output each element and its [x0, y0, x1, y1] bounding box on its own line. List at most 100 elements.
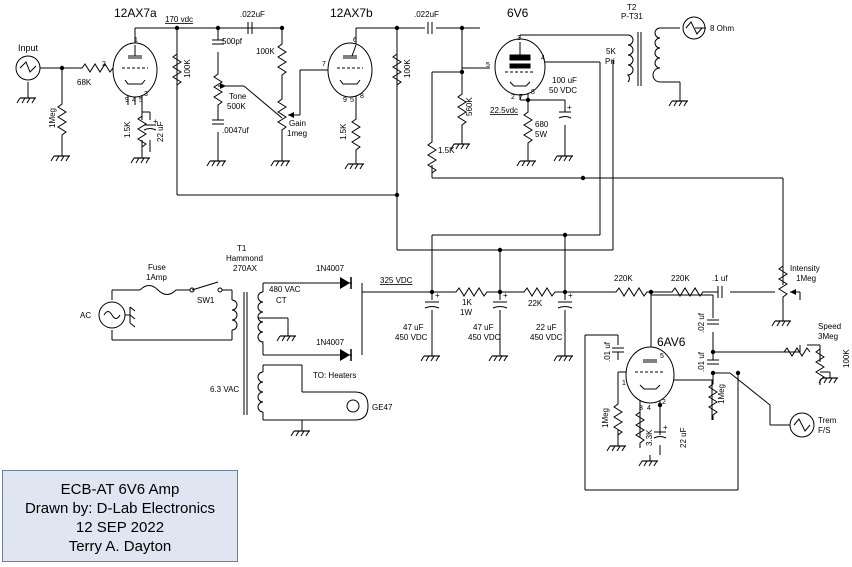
fuse-value-label: 1Amp	[146, 273, 167, 282]
c-bypass-label: 100 uF	[552, 76, 577, 85]
gain-value-label: 1meg	[287, 129, 307, 138]
ground-symbol	[206, 154, 227, 167]
pin-label: 8	[531, 89, 535, 96]
ac-source-symbol	[98, 301, 126, 329]
pin-label: 2	[662, 399, 666, 406]
ground-symbol	[771, 314, 792, 327]
input-label: Input	[18, 43, 39, 53]
tube-v1-symbol	[112, 42, 158, 98]
author-line: Drawn by: D-Lab Electronics	[24, 500, 216, 517]
t1-model-label: 270AX	[233, 264, 258, 273]
r-osc-grid-label: 1Meg	[601, 408, 610, 428]
polarity-mark: +	[568, 291, 573, 300]
polarity-mark: +	[503, 291, 508, 300]
pin-label: 2	[511, 94, 515, 101]
speed-label: Speed	[818, 322, 841, 331]
ground-symbol	[553, 349, 574, 362]
speaker-label: 8 Ohm	[710, 24, 734, 33]
sw1-label: SW1	[197, 296, 215, 305]
pin-label: 5	[486, 62, 490, 69]
pin-label: 7	[322, 61, 326, 68]
r-plate1-label: 100K	[183, 59, 192, 78]
t1-make-label: Hammond	[226, 254, 263, 263]
title-block: ECB-AT 6V6 Amp Drawn by: D-Lab Electroni…	[2, 470, 238, 562]
intensity-label: Intensity	[790, 264, 820, 273]
pin-label: 6	[353, 37, 357, 44]
pin-label: 9	[125, 97, 129, 104]
trem-label: Trem	[818, 416, 837, 425]
r-cathode1-label: 1.5K	[123, 121, 132, 138]
ground-symbol	[50, 149, 71, 162]
ground-symbol	[16, 91, 37, 104]
c-osc-cathode-label: 22 uF	[679, 427, 688, 448]
resistor-symbol	[519, 287, 561, 297]
pin-label: 4	[647, 405, 651, 412]
ground-symbol	[344, 157, 365, 170]
c-coupling1-label: .022uF	[240, 10, 265, 19]
c3-label: 22 uF	[536, 323, 557, 332]
t1-hv-label: 480 VAC	[269, 285, 301, 294]
ground-symbol	[488, 349, 509, 362]
ac-label: AC	[80, 311, 91, 320]
r-input-label: 68K	[77, 78, 92, 87]
ground-symbol	[420, 349, 441, 362]
resistor-symbol	[611, 287, 653, 297]
fuse-symbol	[139, 285, 177, 295]
r-220k-b-label: 220K	[671, 274, 690, 283]
ground-symbol	[276, 329, 297, 342]
diode1-label: 1N4007	[316, 264, 345, 273]
ground-symbol	[553, 149, 574, 162]
pin-label: 1	[622, 380, 626, 387]
r-osc-plate-label: 1Meg	[717, 384, 726, 404]
pin-label: 3	[144, 91, 148, 98]
switch-symbol	[189, 281, 223, 293]
t2-model-label: P-T31	[621, 12, 643, 21]
diode-symbol	[340, 277, 352, 361]
r-1k-label: 1K	[462, 298, 472, 307]
power-transformer-symbol	[231, 291, 275, 415]
capacitor-symbol	[247, 22, 253, 34]
r-speed-label: 100K	[842, 349, 851, 368]
ground-symbol	[290, 424, 311, 437]
resistor-symbol	[708, 379, 718, 421]
r-cathode3-watt-label: 5W	[535, 130, 547, 139]
capacitor-symbol	[212, 119, 224, 125]
pilot-lamp-symbol	[340, 391, 369, 421]
pin-label: 5	[139, 97, 143, 104]
resistor-symbol	[351, 114, 361, 156]
tube-v4-symbol	[625, 346, 675, 404]
r-22k-label: 22K	[528, 299, 543, 308]
c-coupling2-label: .022uF	[414, 10, 439, 19]
tube-v1-label: 12AX7a	[114, 6, 157, 20]
speed-value-label: 3Meg	[818, 332, 838, 341]
name-line: Terry A. Dayton	[68, 538, 172, 555]
t1-heater-label: 6.3 VAC	[210, 385, 239, 394]
c-500pf-label: 500pf	[222, 37, 243, 46]
capacitor-symbol	[424, 301, 573, 309]
input-jack-symbol	[15, 55, 41, 81]
lamp-label: GE47	[372, 403, 393, 412]
ground-symbol	[270, 154, 291, 167]
r-cathode3-label: 680	[535, 120, 549, 129]
chassis-ground-symbol	[125, 306, 136, 328]
v3-cathode-voltage-label: 22.5vdc	[490, 106, 518, 115]
ground-symbol	[818, 371, 839, 384]
c-osc1-label: .01 uf	[603, 341, 612, 362]
resistor-symbol	[277, 39, 287, 81]
diode2-label: 1N4007	[316, 338, 345, 347]
pin-label: 8	[360, 93, 364, 100]
speaker-jack-symbol	[682, 16, 706, 40]
ground-symbol	[516, 154, 537, 167]
tube-v2-symbol	[327, 42, 373, 98]
pin-label: 9	[343, 97, 347, 104]
resistor-symbol	[77, 63, 119, 73]
trem-fs-label: F/S	[818, 426, 830, 435]
r-cathode2-label: 1.5K	[339, 123, 348, 140]
intensity-value-label: 1Meg	[796, 274, 816, 283]
r-osc-cathode-label: 3.3K	[645, 429, 654, 446]
r-grid-label: 1Meg	[48, 108, 57, 128]
c1-voltage-label: 450 VDC	[395, 333, 428, 342]
r-plate2-label: 100K	[403, 59, 412, 78]
c-tone-label: .0047uf	[222, 126, 249, 135]
capacitor-symbol	[427, 22, 433, 34]
